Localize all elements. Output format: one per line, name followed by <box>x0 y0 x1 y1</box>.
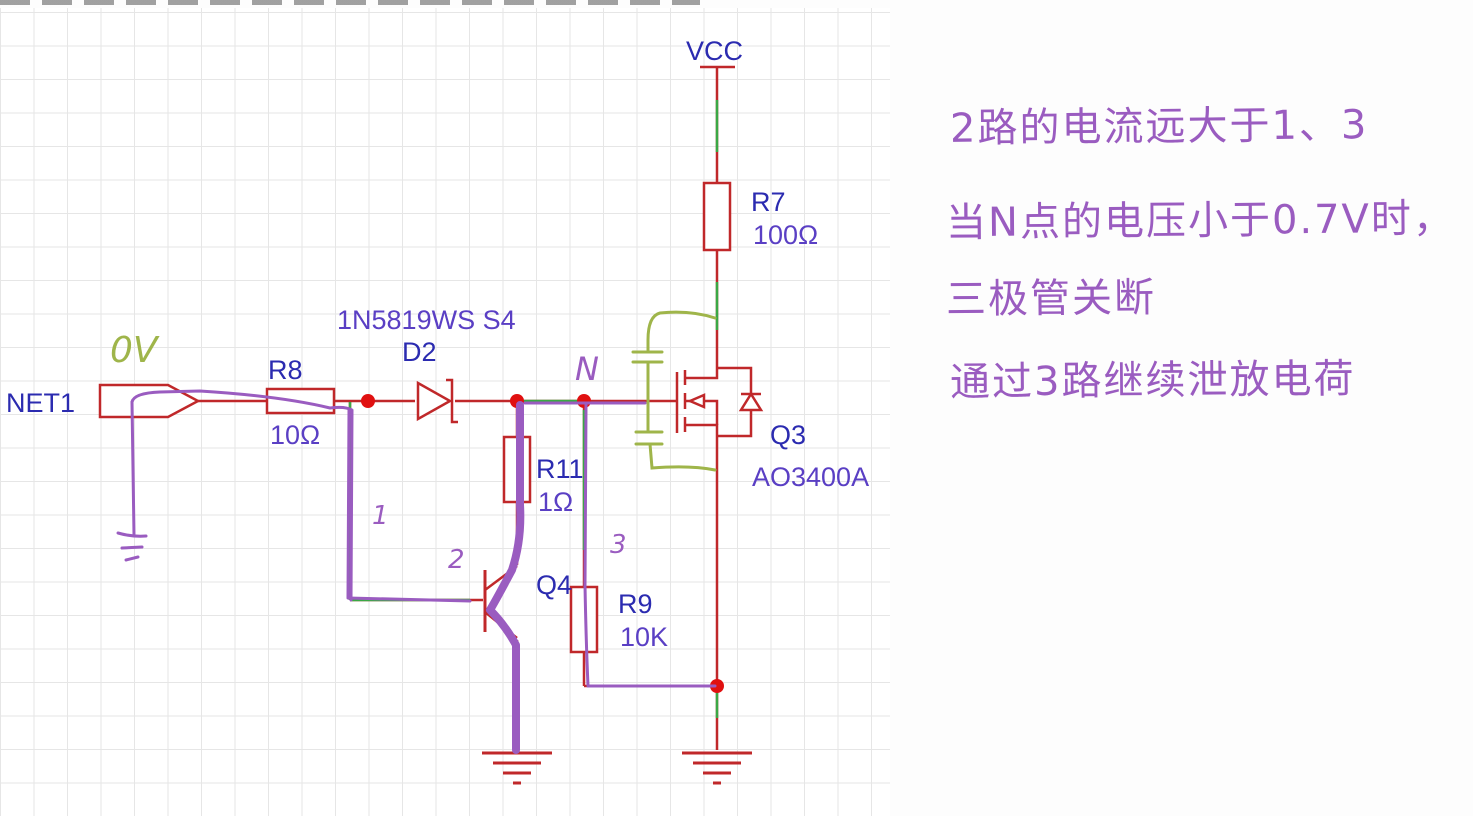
d2-part: 1N5819WS S4 <box>337 305 516 335</box>
q3-source <box>685 423 719 436</box>
ground-symbol-q4 <box>482 751 552 785</box>
q3-part: AO3400A <box>752 462 869 492</box>
r8-value: 10Ω <box>270 420 320 450</box>
vcc-symbol: VCC <box>686 36 743 69</box>
junction-dot <box>577 394 591 408</box>
ground-symbol-q3 <box>682 751 752 785</box>
r11-ref: R11 <box>536 454 584 484</box>
pen-cap-plate <box>634 430 664 446</box>
r9-value: 10K <box>620 622 668 652</box>
pen-cap-plate <box>631 350 664 364</box>
r11-value: 1Ω <box>538 487 573 517</box>
r9-ref: R9 <box>618 589 653 619</box>
q3-body-diode <box>738 391 764 412</box>
annotation-0v: 0V <box>110 330 160 371</box>
note-line-3: 三极管关断 <box>945 275 1157 323</box>
pen-gate-cap-upper <box>646 310 717 352</box>
annotation-path-3: 3 <box>610 530 627 560</box>
junction-dot <box>710 679 724 693</box>
pen-input-trace <box>130 389 354 602</box>
junction-dot <box>361 394 375 408</box>
q3-drain <box>685 362 719 380</box>
pen-gate-cap-lower <box>648 442 717 472</box>
d2-triangle <box>416 380 453 422</box>
junctions <box>361 394 724 693</box>
note-line-2: 当N点的电压小于0.7V时， <box>945 195 1456 247</box>
vcc-label: VCC <box>686 36 743 66</box>
r7-ref: R7 <box>751 187 786 217</box>
net-port-net1[interactable]: NET1 <box>6 383 201 419</box>
resistor-r11[interactable]: R11 1Ω <box>502 435 584 517</box>
r7-value: 100Ω <box>753 220 818 250</box>
net1-port-shape <box>98 383 201 419</box>
annotation-path-1: 1 <box>372 501 389 531</box>
resistor-r8[interactable]: R8 10Ω <box>265 355 336 450</box>
d2-ref: D2 <box>402 337 437 367</box>
d2-cathode-bar <box>446 378 458 424</box>
cropped-toolbar-strip <box>0 0 700 5</box>
annotation-path-2: 2 <box>448 545 465 575</box>
pen-annotations-purple <box>116 389 717 754</box>
pen-path1 <box>346 408 472 603</box>
mosfet-q3[interactable] <box>650 362 764 438</box>
note-line-4: 通过3路继续泄放电荷 <box>949 356 1356 406</box>
r8-ref: R8 <box>268 355 303 385</box>
pen-annotations-olive <box>631 310 717 472</box>
pen-path2 <box>486 401 525 754</box>
schematic-canvas-grid <box>0 8 890 816</box>
pen-path3 <box>583 403 717 688</box>
pen-ground-stem <box>130 400 136 537</box>
q3-ref: Q3 <box>770 420 806 450</box>
annotation-node-n: N <box>575 350 599 388</box>
q4-ref: Q4 <box>536 570 572 600</box>
q3-body-arrow <box>686 393 706 409</box>
net1-label: NET1 <box>6 388 75 418</box>
r7-body <box>702 181 732 252</box>
resistor-r7[interactable]: R7 100Ω <box>702 181 818 252</box>
note-line-1: 2路的电流远大于1、3 <box>949 102 1369 152</box>
pen-ground-mark <box>116 531 148 562</box>
diode-d2[interactable]: 1N5819WS S4 D2 <box>337 305 516 424</box>
